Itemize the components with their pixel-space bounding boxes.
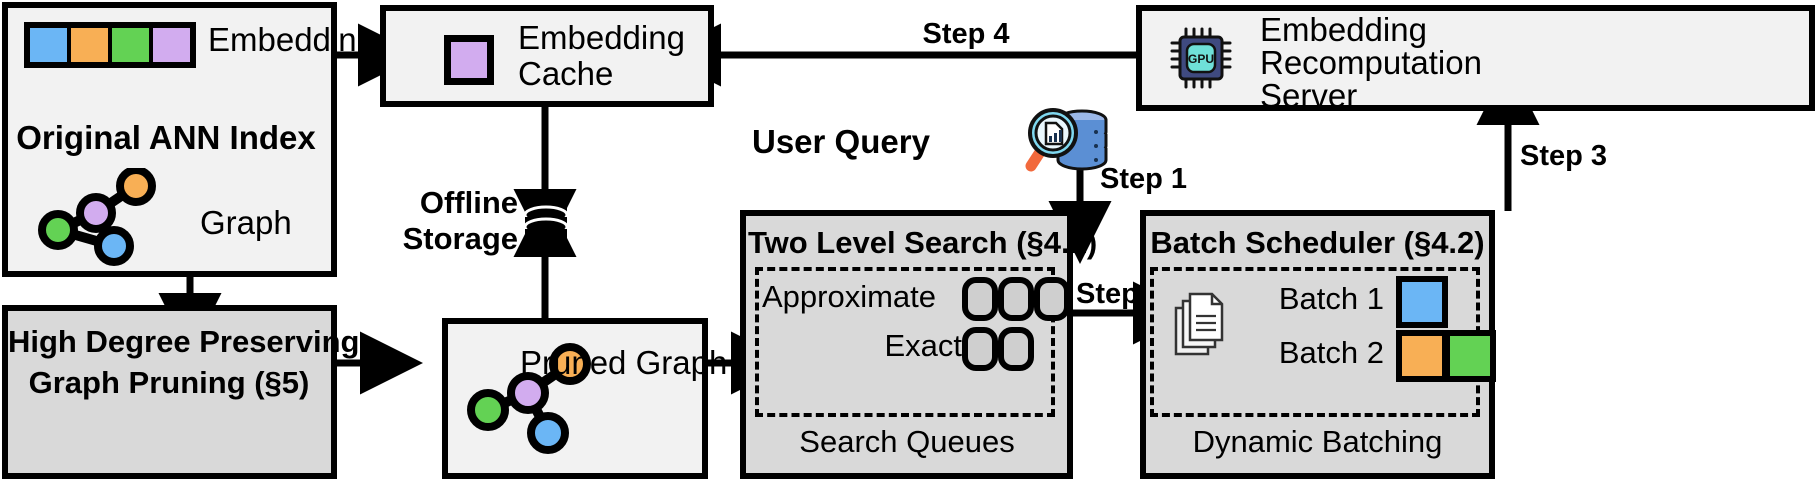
pruned-graph-icon — [467, 343, 591, 454]
database-cylinder-icon — [523, 197, 569, 248]
search-queues-panel — [755, 267, 1055, 417]
step3-label: Step 3 — [1520, 140, 1608, 172]
offline-storage-label-line1: Offline — [419, 185, 518, 220]
embedding-cache-title-line1: Embedding — [518, 19, 685, 56]
step1-label: Step 1 — [1100, 163, 1188, 195]
recomputation-server-line1: Embedding — [1260, 11, 1427, 48]
batch-2-label: Batch 2 — [1278, 335, 1384, 370]
recomputation-server-line2: Recomputation — [1260, 44, 1482, 81]
dynamic-batching-footer: Dynamic Batching — [1192, 424, 1443, 459]
batch-1-swatch-blue — [1396, 276, 1448, 328]
queue-cell-exact-2 — [998, 327, 1034, 371]
embedding-cache-box — [380, 5, 714, 107]
graph-pruning-box — [2, 305, 337, 479]
original-ann-index-title: Original ANN Index — [16, 119, 316, 156]
gpu-chip-icon: GPU — [1170, 27, 1232, 89]
batch-1-label: Batch 1 — [1278, 281, 1384, 316]
batch-scheduler-title: Batch Scheduler (§4.2) — [1150, 225, 1485, 260]
user-query-label: User Query — [752, 123, 930, 160]
documents-stack-icon — [1174, 292, 1224, 356]
embedding-cell-green — [112, 28, 153, 62]
queue-row-label-approximate: Approximate — [762, 279, 937, 314]
embedding-strip — [24, 22, 196, 68]
search-queues-footer: Search Queues — [799, 424, 1015, 459]
embedding-cache-title-line2: Cache — [518, 55, 614, 92]
embedding-cache-swatch — [444, 35, 494, 85]
queue-row-label-exact: Exact — [884, 328, 962, 363]
queue-cell-approx-1 — [962, 277, 998, 321]
offline-storage-label-line2: Storage — [402, 221, 518, 256]
query-search-database-icon — [1025, 108, 1108, 172]
embedding-cell-purple — [153, 28, 190, 62]
batch-2-swatch-green — [1444, 330, 1496, 382]
queue-cell-exact-1 — [962, 327, 998, 371]
original-graph-icon — [38, 168, 156, 266]
graph-label: Graph — [200, 204, 292, 241]
embedding-cell-orange — [71, 28, 112, 62]
step4-label: Step 4 — [922, 18, 1010, 50]
two-level-search-title: Two Level Search (§4.1) — [748, 225, 1098, 260]
recomputation-server-box — [1136, 5, 1815, 111]
graph-pruning-title-line1: High Degree Preserving — [8, 324, 360, 359]
queue-cell-approx-3 — [1034, 277, 1070, 321]
embedding-cell-blue — [30, 28, 71, 62]
gpu-icon-text: GPU — [1188, 52, 1214, 66]
pruned-graph-label: Pruned Graph — [520, 344, 728, 381]
recomputation-server-line3: Server — [1260, 77, 1358, 114]
embedding-label: Embedding — [208, 21, 375, 58]
queue-cell-approx-2 — [998, 277, 1034, 321]
batch-2-swatch-orange — [1396, 330, 1448, 382]
graph-pruning-title-line2: Graph Pruning (§5) — [28, 365, 310, 400]
